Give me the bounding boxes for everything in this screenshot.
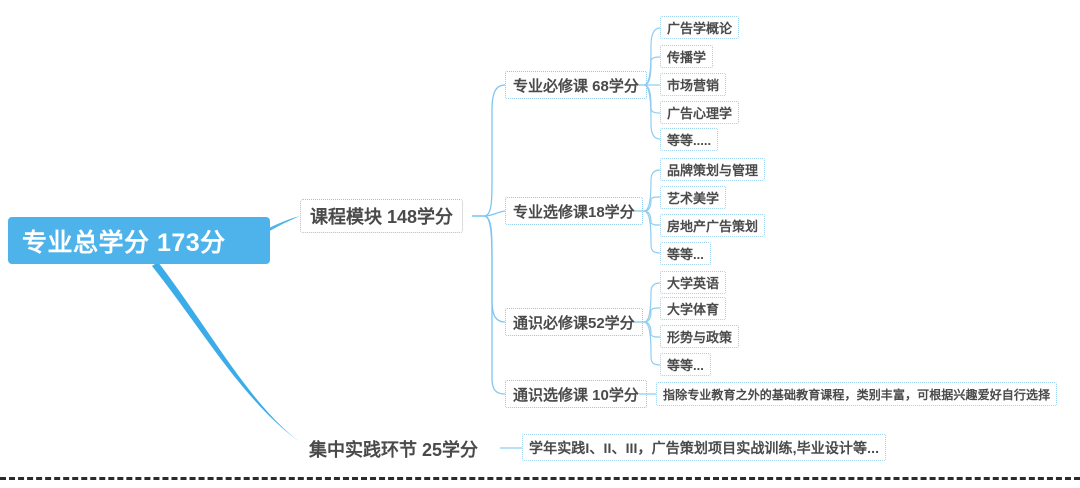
list-item[interactable]: 市场营销 — [660, 73, 727, 96]
leaf-label: 等等... — [667, 358, 704, 373]
connector-g2-leaf-4 — [643, 210, 661, 254]
group-node-general-elective[interactable]: 通识选修课 10学分 — [505, 380, 647, 408]
connector-g3-leaf-3 — [643, 321, 661, 338]
connector-g2-leaf-3 — [643, 210, 661, 226]
group-node-general-required[interactable]: 通识必修课52学分 — [505, 308, 643, 336]
branch-node-practice[interactable]: 集中实践环节 25学分 — [300, 432, 487, 466]
list-item[interactable]: 大学英语 — [660, 271, 727, 294]
connector-g2-leaf-1 — [643, 169, 661, 212]
group-node-major-elective[interactable]: 专业选修课18学分 — [505, 197, 643, 225]
group-node-major-elective-label: 专业选修课18学分 — [513, 203, 635, 221]
group-node-general-required-label: 通识必修课52学分 — [513, 314, 635, 332]
leaf-label: 品牌策划与管理 — [667, 163, 759, 178]
connector-courses-to-l3-3 — [483, 215, 506, 323]
root-node[interactable]: 专业总学分 173分 — [8, 217, 270, 264]
description-node-general-elective-label: 指除专业教育之外的基础教育课程，类别丰富，可根据兴趣爱好自行选择 — [663, 387, 1051, 402]
group-node-general-elective-label: 通识选修课 10学分 — [513, 386, 639, 404]
connector-root-to-practice — [152, 262, 300, 442]
leaf-label: 大学英语 — [667, 276, 720, 291]
list-item[interactable]: 广告学概论 — [660, 16, 740, 39]
branch-node-course-module[interactable]: 课程模块 148学分 — [300, 199, 464, 233]
list-item[interactable]: 等等... — [660, 353, 711, 376]
list-item[interactable]: 形势与政策 — [660, 325, 740, 348]
branch-node-practice-label: 集中实践环节 25学分 — [309, 440, 479, 460]
list-item[interactable]: 房地产广告策划 — [660, 214, 766, 237]
list-item[interactable]: 传播学 — [660, 45, 714, 68]
connector-courses-to-l3-1 — [483, 84, 506, 217]
connector-courses-to-l3-2 — [483, 210, 506, 217]
leaf-label: 广告学概论 — [667, 21, 733, 36]
leaf-label: 形势与政策 — [667, 330, 733, 345]
connector-g2-leaf-2 — [643, 196, 661, 212]
list-item[interactable]: 广告心理学 — [660, 101, 740, 124]
connector-g3-leaf-2 — [643, 307, 661, 323]
connector-g3-leaf-4 — [643, 321, 661, 366]
leaf-label: 房地产广告策划 — [667, 219, 759, 234]
root-node-label: 专业总学分 173分 — [22, 228, 226, 257]
leaf-label: 艺术美学 — [667, 191, 720, 206]
list-item[interactable]: 品牌策划与管理 — [660, 158, 766, 181]
leaf-label: 大学体育 — [667, 302, 720, 317]
list-item[interactable]: 大学体育 — [660, 297, 727, 320]
leaf-label: 等等... — [667, 247, 704, 262]
list-item[interactable]: 等等... — [660, 242, 711, 265]
leaf-label: 市场营销 — [667, 78, 720, 93]
branch-node-course-module-label: 课程模块 148学分 — [310, 207, 454, 227]
list-item[interactable]: 等等..... — [660, 128, 719, 151]
description-node-general-elective[interactable]: 指除专业教育之外的基础教育课程，类别丰富，可根据兴趣爱好自行选择 — [656, 382, 1058, 406]
description-node-practice-label: 学年实践I、II、III，广告策划项目实战训练,毕业设计等... — [529, 439, 880, 456]
connector-courses-to-l3-4 — [483, 215, 506, 395]
group-node-major-required-label: 专业必修课 68学分 — [513, 77, 639, 95]
leaf-label: 广告心理学 — [667, 106, 733, 121]
bottom-divider — [0, 477, 1080, 480]
leaf-label: 等等..... — [667, 133, 712, 148]
connector-g3-leaf-1 — [643, 282, 661, 323]
list-item[interactable]: 艺术美学 — [660, 186, 727, 209]
group-node-major-required[interactable]: 专业必修课 68学分 — [505, 71, 647, 99]
leaf-label: 传播学 — [667, 50, 707, 65]
description-node-practice[interactable]: 学年实践I、II、III，广告策划项目实战训练,毕业设计等... — [522, 434, 887, 461]
